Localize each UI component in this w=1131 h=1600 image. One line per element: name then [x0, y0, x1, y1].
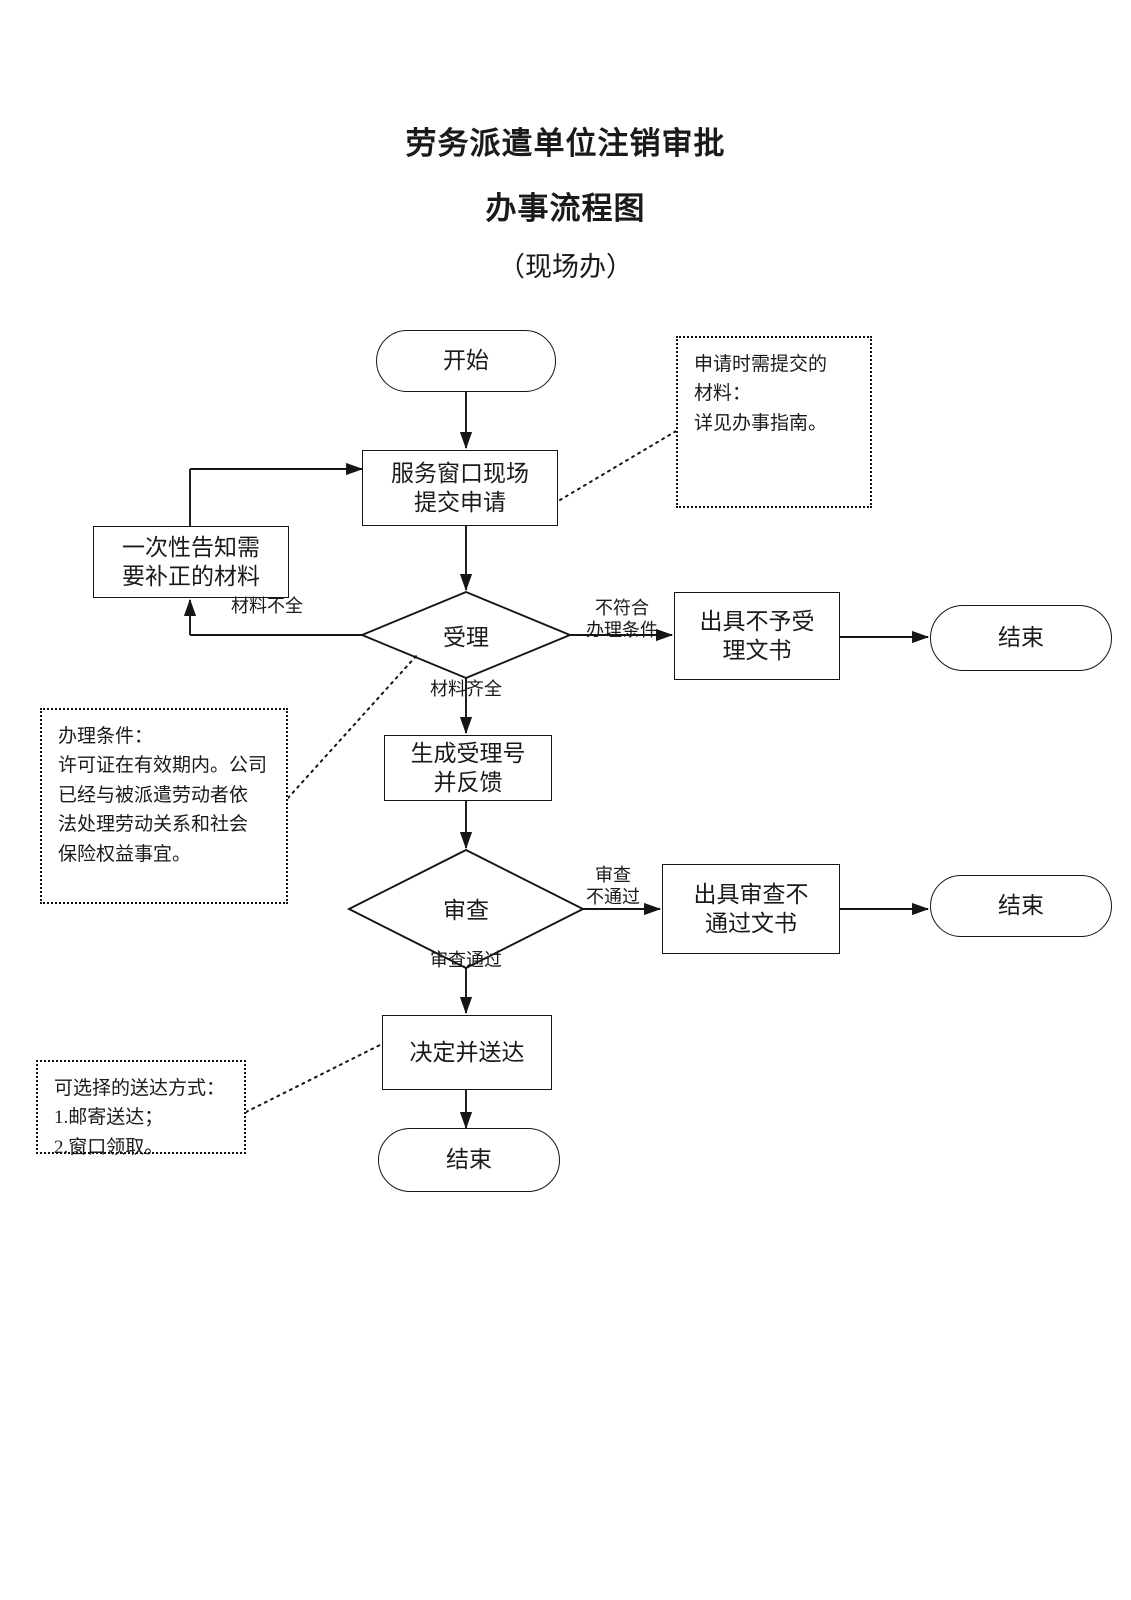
- node-end-rejected-label: 结束: [998, 625, 1044, 651]
- page-title: 劳务派遣单位注销审批: [405, 126, 726, 161]
- edge-label-review-pass: 审查通过: [430, 950, 502, 970]
- page-title-note: （现场办）: [498, 252, 633, 282]
- node-review-decision-label: 审查: [443, 898, 489, 923]
- page-title-block: 劳务派遣单位注销审批 办事流程图 （现场办）: [0, 128, 1131, 281]
- annotation-processing-conditions: 办理条件： 许可证在有效期内。公司 已经与被派遣劳动者依 法处理劳动关系和社会 …: [40, 708, 288, 904]
- node-accept-decision[interactable]: 受理: [396, 615, 536, 655]
- node-start-label: 开始: [443, 348, 489, 374]
- annotation-delivery-options: 可选择的送达方式： 1.邮寄送达； 2.窗口领取。: [36, 1060, 246, 1158]
- edge-label-incomplete: 材料不全: [231, 596, 303, 616]
- node-generate-acceptance-number[interactable]: 生成受理号 并反馈: [384, 735, 552, 801]
- edge-label-review-fail: 审查 不通过: [586, 865, 640, 907]
- node-supplement-notice-label: 一次性告知需 要补正的材料: [122, 534, 260, 589]
- node-end-completed[interactable]: 结束: [378, 1128, 560, 1192]
- edge-label-not-qualified: 不符合 办理条件: [586, 598, 658, 640]
- node-rejection-document[interactable]: 出具不予受 理文书: [674, 592, 840, 680]
- page-subtitle: 办事流程图: [485, 191, 646, 226]
- node-start[interactable]: 开始: [376, 330, 556, 392]
- node-review-decision[interactable]: 审查: [406, 889, 526, 927]
- node-review-failure-document-label: 出具审查不 通过文书: [693, 881, 809, 936]
- node-review-failure-document[interactable]: 出具审查不 通过文书: [662, 864, 840, 954]
- node-submit-application[interactable]: 服务窗口现场 提交申请: [362, 450, 558, 526]
- node-end-completed-label: 结束: [446, 1147, 492, 1173]
- node-accept-decision-label: 受理: [443, 625, 489, 650]
- node-decide-and-deliver[interactable]: 决定并送达: [382, 1015, 552, 1090]
- node-submit-application-label: 服务窗口现场 提交申请: [391, 460, 529, 515]
- node-generate-acceptance-number-label: 生成受理号 并反馈: [410, 740, 526, 795]
- node-supplement-notice[interactable]: 一次性告知需 要补正的材料: [93, 526, 289, 598]
- edge-label-complete: 材料齐全: [430, 679, 502, 699]
- node-end-review-failed-label: 结束: [998, 893, 1044, 919]
- node-end-rejected[interactable]: 结束: [930, 605, 1112, 671]
- annotation-required-materials: 申请时需提交的 材料： 详见办事指南。: [676, 336, 872, 508]
- node-rejection-document-label: 出具不予受 理文书: [699, 608, 815, 663]
- node-decide-and-deliver-label: 决定并送达: [409, 1039, 525, 1065]
- node-end-review-failed[interactable]: 结束: [930, 875, 1112, 937]
